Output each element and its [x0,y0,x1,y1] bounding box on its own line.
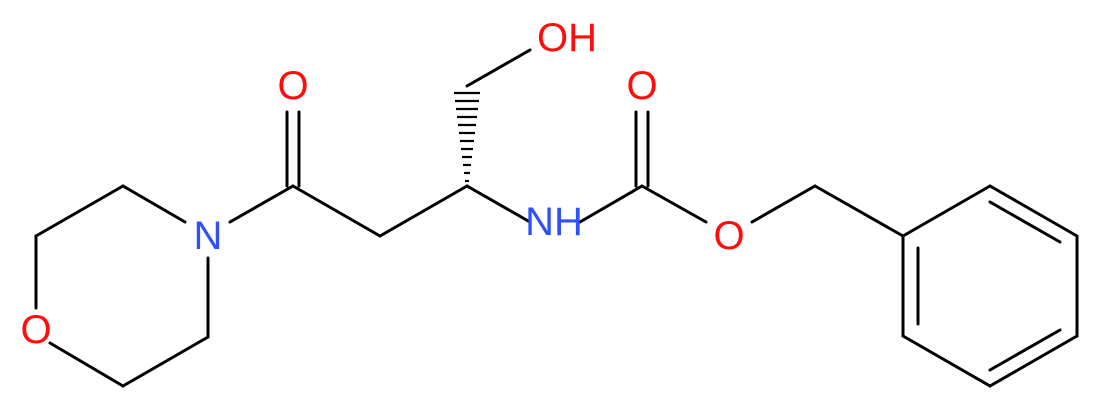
carbonyl-oxygen-label: O [626,64,657,108]
bond-c1-c2 [34,184,125,238]
bond-ch2-oh [465,48,532,88]
ketone-oxygen-label: O [277,64,308,108]
bond-ester-o-ch2 [750,184,817,224]
benzene-double-bond-2 [988,328,1062,372]
amide-chain [228,110,469,238]
carbamate-group [465,110,905,238]
morpholine-oxygen-label: O [20,308,51,352]
bond-carbonyl-ester-o [640,184,708,224]
carbamate-nh-label: NH [525,200,583,244]
hashed-wedge-bond [454,91,480,183]
benzene-ring [901,184,1079,388]
morpholine-ring [34,184,210,388]
bond-carbonyl-ch2 [291,184,382,238]
bond-n-c1 [121,184,187,224]
ester-oxygen-label: O [713,214,744,258]
bond-c3-c4 [121,335,210,388]
bond-nh-carbonyl [578,184,644,224]
morpholine-nitrogen-label: N [194,214,223,258]
bond-stereocenter-nh [465,184,532,224]
benzene-double-bond-1 [988,200,1062,244]
bond-n-carbonyl [228,184,295,224]
hydroxyl-label: OH [537,16,597,60]
bond-ch2-phenyl [813,184,905,238]
bond-o-c3 [48,341,125,388]
bond-ch2-stereocenter [378,184,469,238]
